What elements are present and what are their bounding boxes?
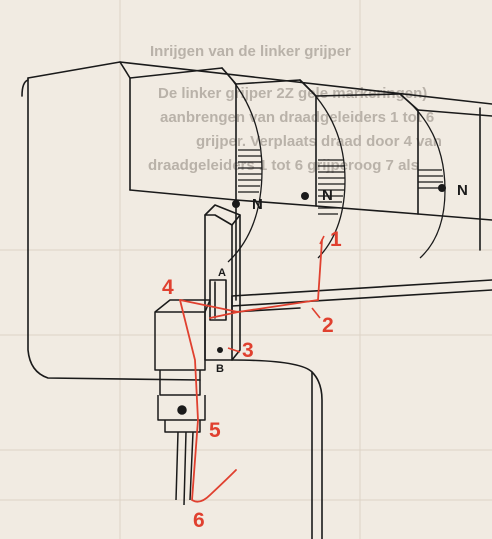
bleed-through-text: Inrijgen van de linker grijper De linker… [148,43,442,174]
callout-leaders [227,235,325,353]
dot-mark [232,200,240,208]
a-mark: A [218,267,226,279]
callout-1: 1 [330,228,342,251]
looper-assembly [154,299,211,506]
tension-dial-1 [221,67,263,263]
callout-5: 5 [209,419,221,442]
thread-path [179,239,323,503]
callout-labels: 1 2 3 4 5 6 [162,228,342,532]
n-mark: N [252,196,263,213]
bleed-line-4: grijper. Verplaats draad door 4 van [196,133,442,150]
callout-4: 4 [162,276,174,299]
n-mark: N [322,187,333,204]
callout-6: 6 [193,509,205,532]
bleed-line-5: draadgeleiders 1 tot 6 grijperoog 7 als [148,157,419,174]
screw-dot [217,347,223,353]
dial-marks: N N N A B [216,182,468,375]
callout-3: 3 [242,339,254,362]
tension-dial-2 [299,79,346,259]
dot-mark [438,184,446,192]
dot-mark [301,192,309,200]
bleed-line-1: Inrijgen van de linker grijper [150,43,351,60]
bleed-line-3: aanbrengen van draadgeleiders 1 tot 6 [160,109,434,126]
b-mark: B [216,363,224,375]
callout-2: 2 [322,314,334,337]
n-mark: N [457,182,468,199]
bleed-line-2: De linker grijper 2Z gele markeringen) [158,85,427,102]
